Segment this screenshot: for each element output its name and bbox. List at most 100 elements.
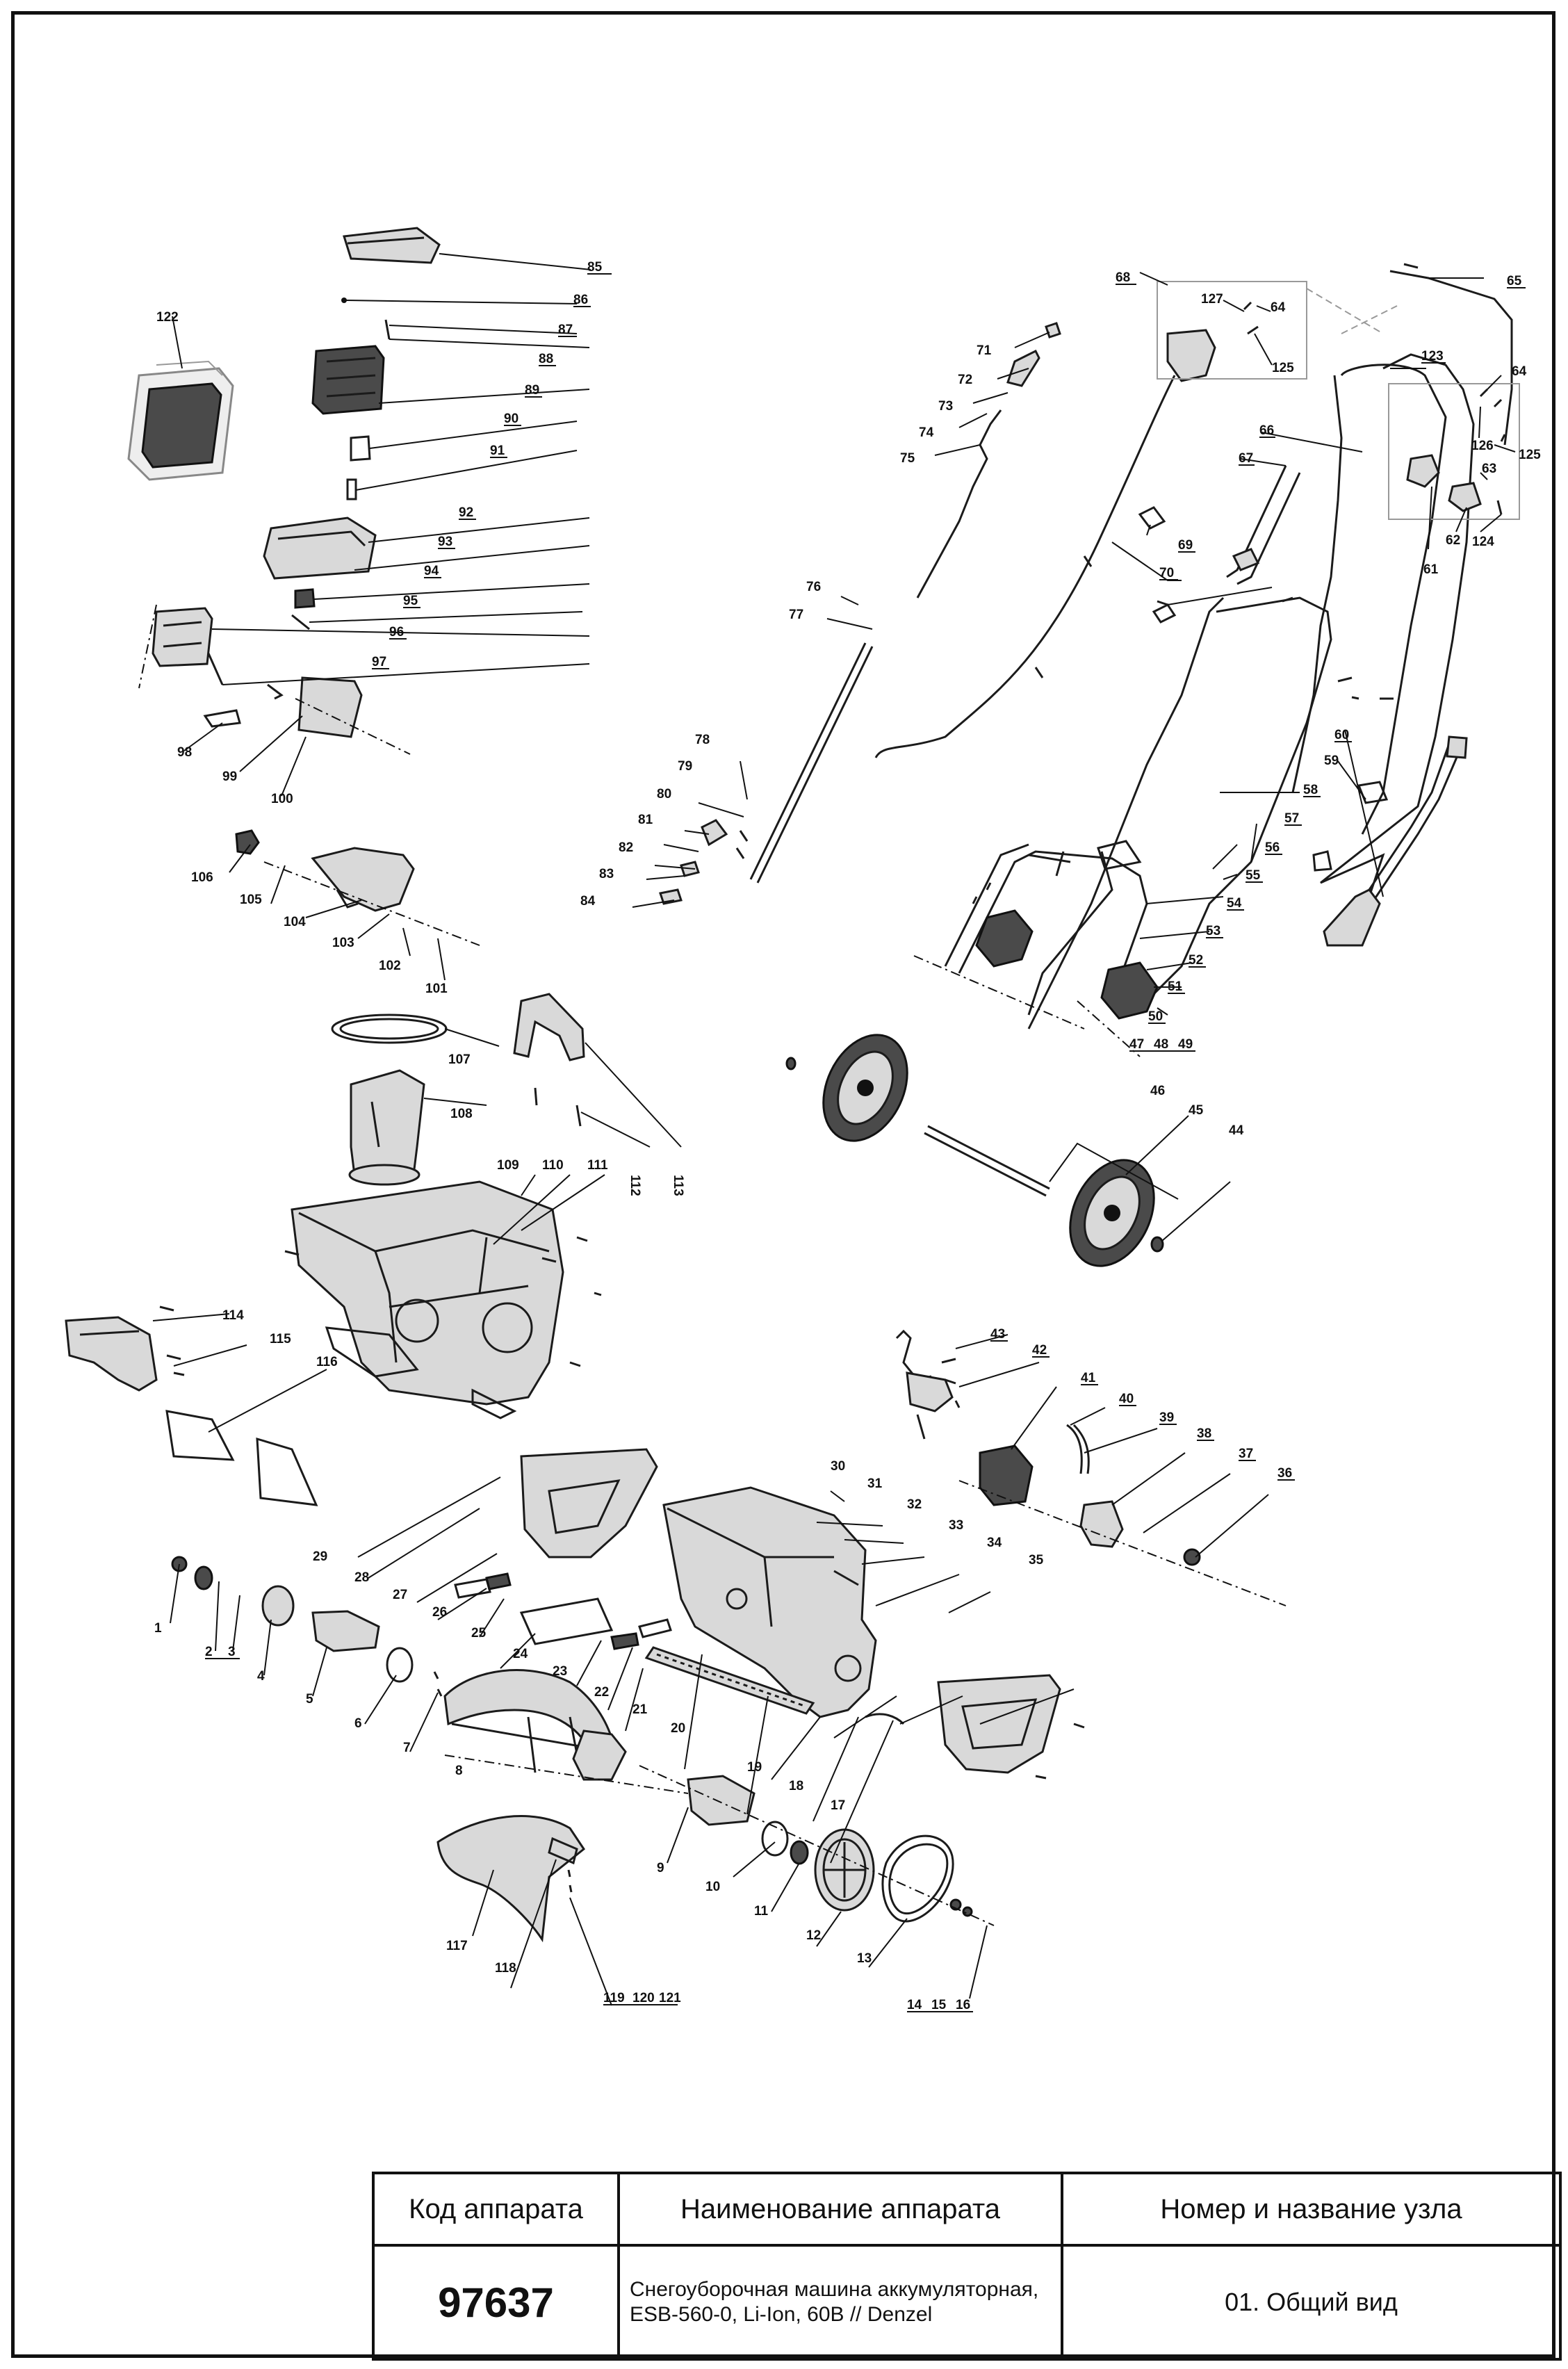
label-74: 74 [919, 425, 934, 440]
label-10: 10 [705, 1880, 720, 1894]
part-60-grip [1323, 888, 1381, 947]
part-77-rod [749, 642, 867, 880]
label-75: 75 [900, 451, 915, 466]
label-30: 30 [831, 1459, 845, 1474]
part-65-bar [1389, 270, 1513, 446]
label-78: 78 [695, 733, 710, 747]
label-9: 9 [657, 1861, 664, 1875]
label-18: 18 [789, 1779, 803, 1793]
label-84: 84 [580, 894, 596, 909]
part-5 [311, 1610, 380, 1652]
label-63: 63 [1482, 462, 1496, 476]
part-85-battery-cover [343, 227, 441, 264]
label-21: 21 [632, 1702, 648, 1717]
label-112: 112 [628, 1175, 642, 1196]
part-114-side-cover [65, 1316, 158, 1392]
part-51-bracket [1100, 961, 1159, 1020]
label-36: 36 [1277, 1466, 1292, 1481]
label-28: 28 [354, 1570, 369, 1585]
part-38 [1079, 1500, 1124, 1548]
label-77: 77 [789, 608, 803, 622]
part-17-cover [937, 1674, 1061, 1774]
label-57: 57 [1284, 811, 1299, 826]
part-104-deflector [311, 847, 415, 912]
label-53: 53 [1206, 924, 1220, 938]
part-75-rod [916, 409, 1002, 599]
part-116-label-b [256, 1437, 318, 1506]
label-37: 37 [1239, 1447, 1253, 1461]
label-56: 56 [1265, 840, 1280, 855]
handle-group [874, 263, 1520, 1057]
part-116-label-a [165, 1410, 235, 1461]
label-26: 26 [432, 1605, 447, 1620]
part-24 [519, 1597, 614, 1645]
label-38: 38 [1197, 1426, 1211, 1441]
motor-group [895, 1329, 1287, 1606]
header-name: Наименование аппарата [620, 2174, 1063, 2247]
part-89-battery-pack [311, 345, 385, 415]
label-23: 23 [553, 1664, 567, 1679]
header-node: Номер и название узла [1063, 2174, 1562, 2247]
part-11 [790, 1840, 809, 1865]
label-91: 91 [490, 443, 505, 458]
device-code: 97637 [375, 2247, 620, 2361]
label-45: 45 [1189, 1103, 1204, 1118]
label-1: 1 [154, 1621, 162, 1636]
label-107: 107 [448, 1052, 471, 1067]
label-15: 15 [931, 1998, 947, 2012]
part-number-labels: 85 86 87 88 89 90 91 92 93 94 95 96 97 9… [154, 260, 1541, 2012]
part-113-handle [513, 993, 585, 1061]
label-118: 118 [495, 1961, 516, 1976]
label-90: 90 [504, 412, 518, 426]
label-85: 85 [587, 260, 603, 275]
part-96-switch-box [152, 607, 213, 667]
label-73: 73 [938, 399, 953, 414]
label-22: 22 [594, 1685, 609, 1700]
part-58-lower-handle [1145, 596, 1332, 1002]
label-109: 109 [497, 1158, 519, 1173]
label-99: 99 [222, 770, 237, 784]
part-46-axle [927, 1125, 1050, 1190]
label-67: 67 [1239, 451, 1253, 466]
label-66: 66 [1259, 423, 1274, 438]
label-2: 2 [205, 1645, 213, 1659]
part-6 [386, 1647, 414, 1683]
device-name: Снегоуборочная машина аккумуляторная, ES… [620, 2247, 1063, 2361]
label-95: 95 [403, 594, 418, 608]
label-7: 7 [403, 1741, 411, 1755]
label-49: 49 [1178, 1037, 1193, 1052]
label-47: 47 [1129, 1037, 1144, 1052]
label-76: 76 [806, 580, 821, 594]
label-70: 70 [1159, 566, 1174, 580]
part-99-cover [297, 676, 363, 738]
label-121: 121 [659, 1991, 681, 2005]
label-104: 104 [284, 915, 306, 929]
label-62: 62 [1446, 533, 1460, 548]
label-80: 80 [657, 787, 671, 801]
label-50: 50 [1148, 1009, 1163, 1024]
label-97: 97 [372, 655, 386, 669]
label-27: 27 [393, 1588, 407, 1602]
label-127: 127 [1201, 292, 1223, 307]
label-42: 42 [1032, 1343, 1047, 1358]
part-118 [548, 1837, 578, 1865]
label-32: 32 [907, 1497, 922, 1512]
label-5: 5 [306, 1692, 313, 1707]
housing-group [65, 1174, 605, 1506]
label-92: 92 [459, 505, 473, 520]
label-19: 19 [747, 1760, 762, 1775]
label-110: 110 [542, 1158, 564, 1173]
label-113: 113 [671, 1175, 685, 1196]
label-68: 68 [1116, 270, 1130, 285]
label-11: 11 [754, 1904, 769, 1919]
part-72 [1006, 349, 1040, 387]
part-71 [1045, 322, 1061, 339]
part-67-tube [1226, 465, 1287, 578]
part-bracket-left [975, 909, 1034, 968]
label-111: 111 [587, 1158, 608, 1173]
header-code: Код аппарата [375, 2174, 620, 2247]
label-102: 102 [379, 959, 401, 973]
label-59: 59 [1324, 754, 1339, 768]
